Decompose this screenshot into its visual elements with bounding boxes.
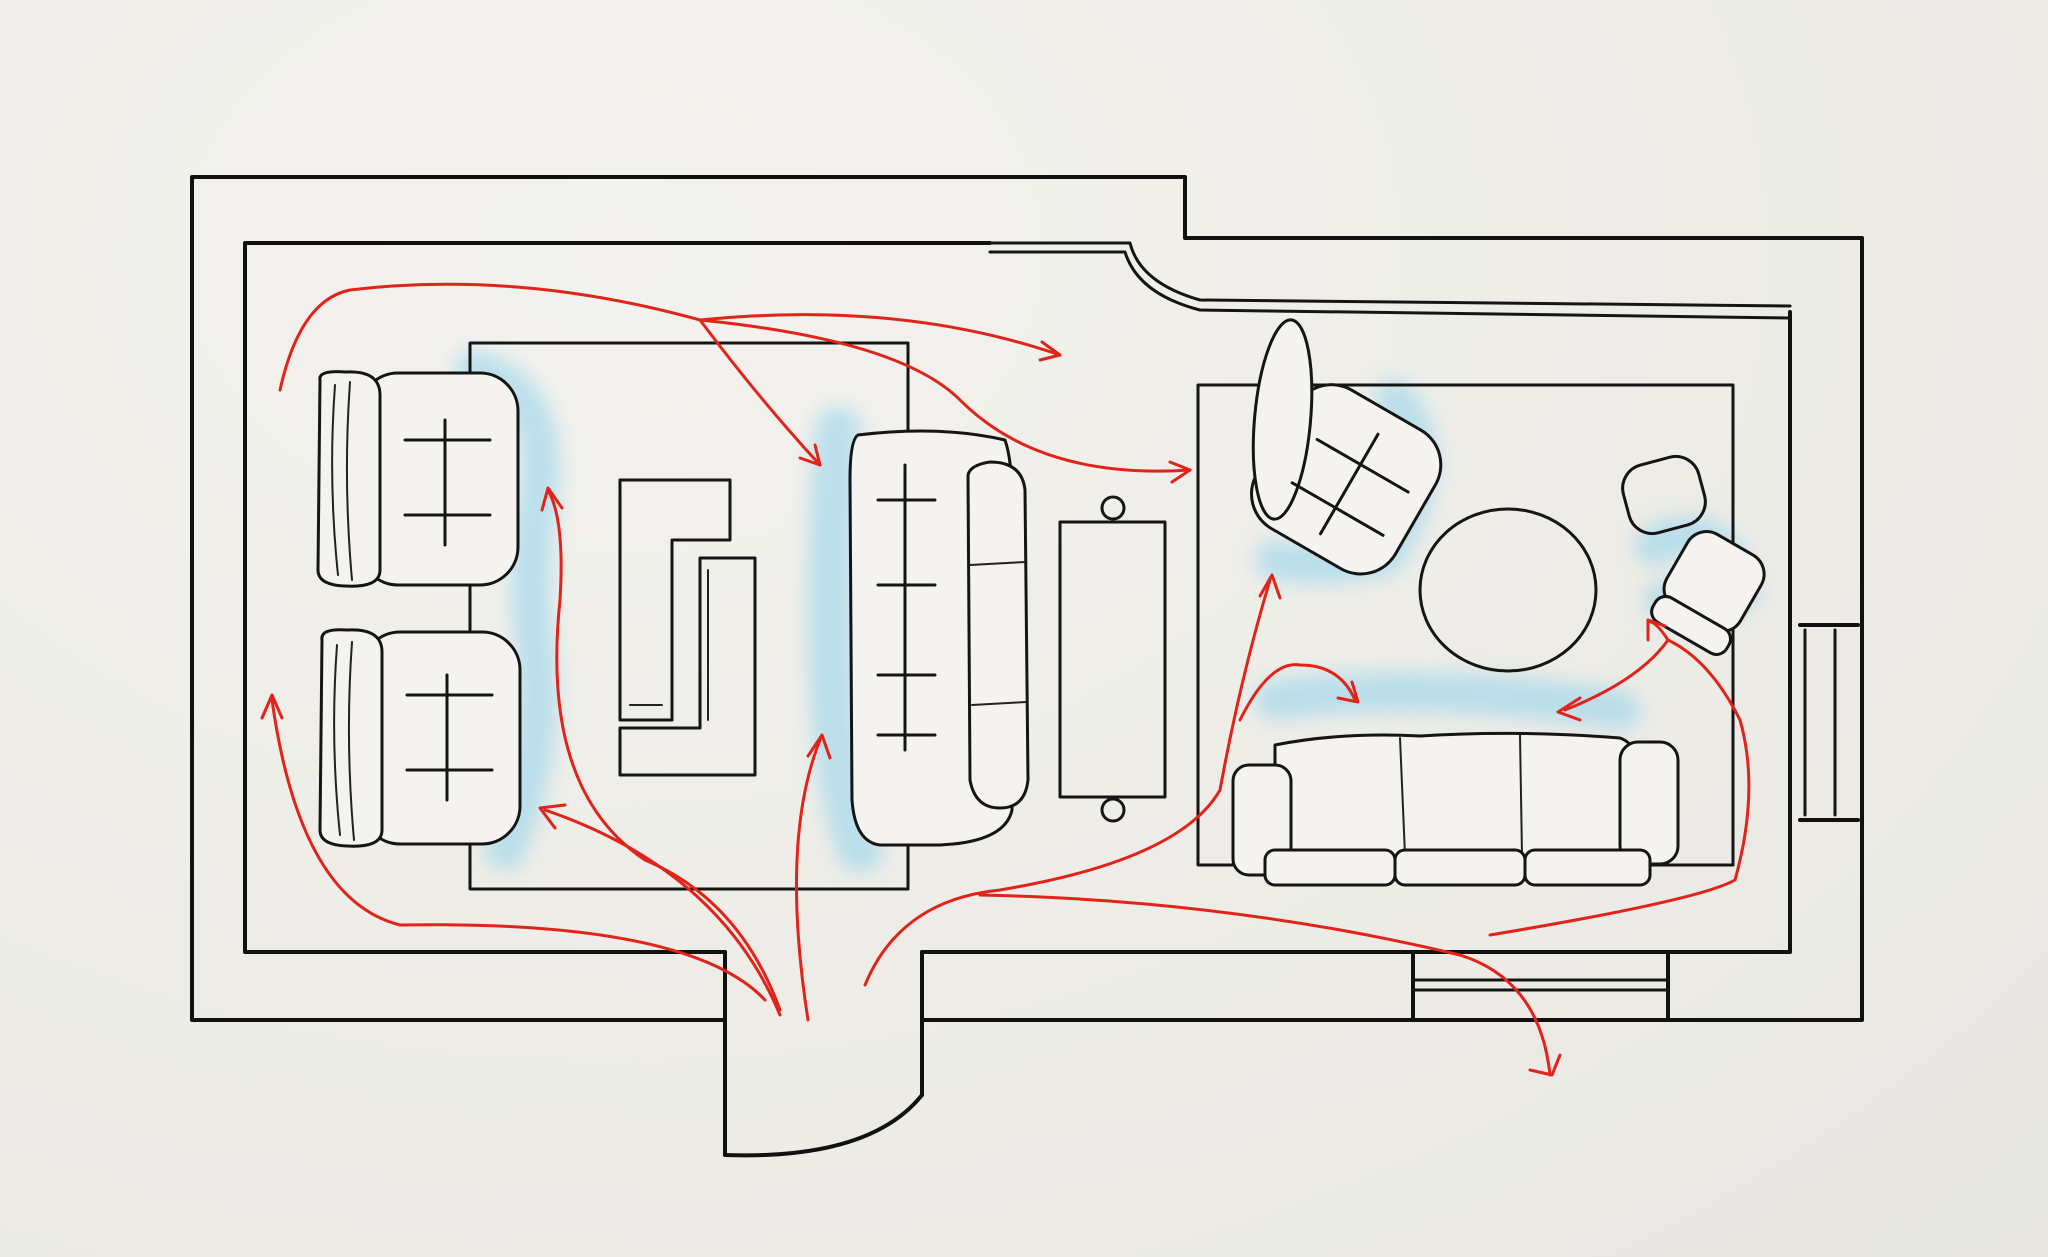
path-entrance-to-sofa (794, 738, 822, 1022)
entrance-wall (723, 950, 924, 1157)
inner-wall-right (920, 310, 1792, 954)
outer-wall (190, 175, 1864, 1022)
window-right (1798, 623, 1860, 822)
round-table (1418, 507, 1598, 673)
inner-wall (243, 241, 992, 954)
sofa-large (1231, 731, 1680, 887)
path-entrance-right (863, 578, 1272, 987)
circulation-paths (260, 282, 1751, 1077)
armchair-bottom-left (318, 628, 522, 848)
path-entrance-left-down (270, 698, 767, 1002)
path-entrance-up-armchair (546, 488, 782, 1012)
sofa-center (848, 429, 1030, 847)
side-table-l-shape (618, 478, 757, 777)
pouf-small (1621, 454, 1707, 536)
coffee-table (1058, 495, 1167, 823)
path-top-to-sofa (698, 318, 822, 467)
window-bottom (1411, 950, 1670, 1020)
path-to-big-sofa (1238, 663, 1357, 722)
armchair-rotated (1250, 318, 1443, 576)
path-top-to-hall (698, 313, 1062, 357)
path-entrance-armchair (543, 808, 782, 1017)
path-right-loop (1488, 638, 1751, 937)
armchair-top-left (316, 370, 520, 588)
entrance-door (723, 1093, 924, 1158)
pouf-chair (1650, 530, 1766, 656)
window-top (988, 241, 1792, 320)
path-to-bottom-window (978, 893, 1552, 1077)
walls (190, 175, 1864, 1158)
